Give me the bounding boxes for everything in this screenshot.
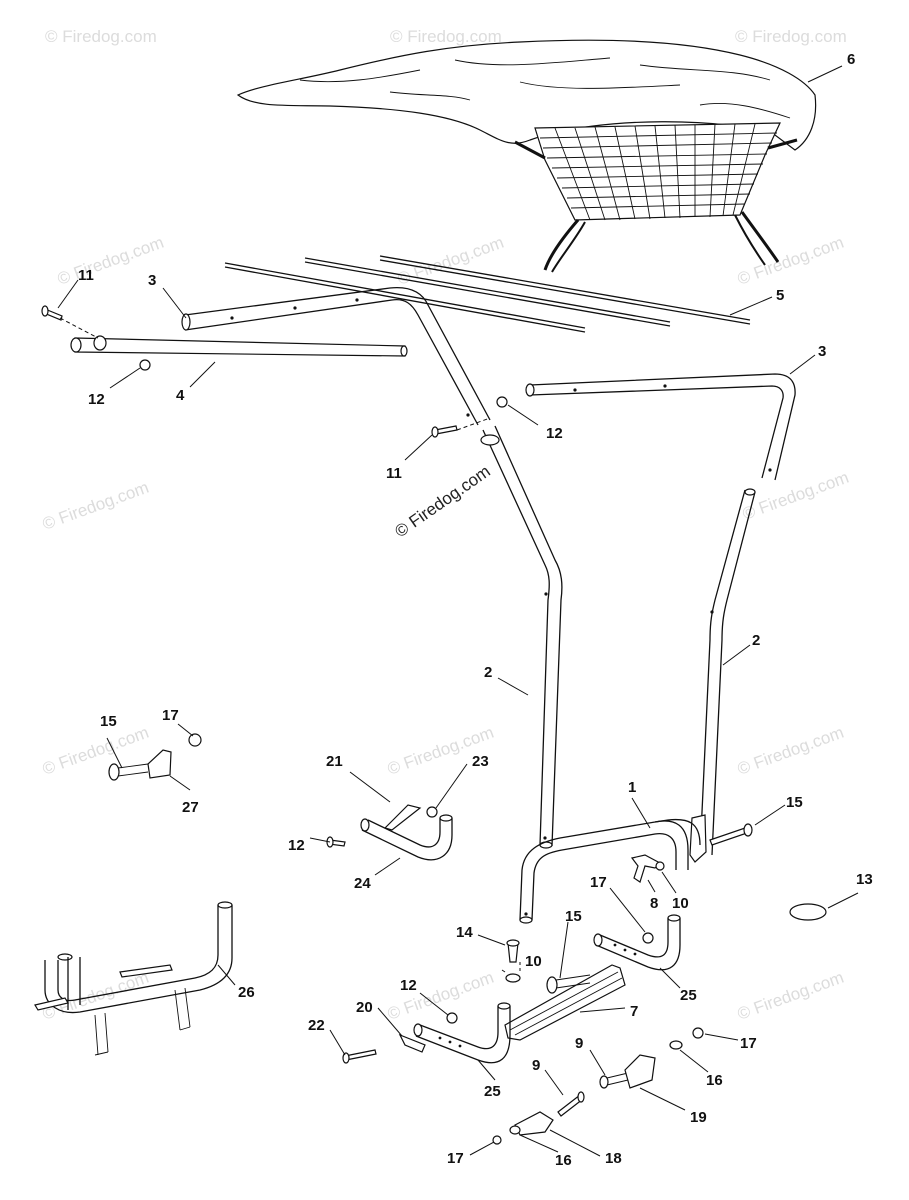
callout-label: 17 bbox=[447, 1150, 464, 1167]
bracket-group-left bbox=[108, 733, 202, 781]
callout-label: 3 bbox=[818, 343, 826, 360]
watermark: © Firedog.com bbox=[385, 723, 496, 779]
hardware-lower bbox=[342, 932, 704, 1145]
callout-label: 10 bbox=[672, 895, 689, 912]
callout-label: 15 bbox=[565, 908, 582, 925]
callout-label: 11 bbox=[386, 465, 402, 482]
callout-label: 26 bbox=[238, 984, 255, 1001]
upper-bow-right-part bbox=[525, 373, 796, 481]
callout-label: 21 bbox=[326, 753, 343, 770]
cross-bar-7-part bbox=[504, 964, 626, 1041]
watermark: © Firedog.com bbox=[45, 27, 157, 46]
side-bracket-25-part bbox=[593, 914, 681, 971]
callout-label: 15 bbox=[100, 713, 117, 730]
callout-label: 12 bbox=[400, 977, 417, 994]
callout-label: 3 bbox=[148, 272, 156, 289]
callout-label: 12 bbox=[88, 391, 105, 408]
support-rods-part bbox=[224, 255, 751, 333]
bracket-24-part bbox=[326, 814, 453, 861]
callout-label: 2 bbox=[752, 632, 760, 649]
callout-label: 8 bbox=[650, 895, 658, 912]
main-watermark: © Firedog.com bbox=[391, 462, 493, 542]
callout-label: 16 bbox=[706, 1072, 723, 1089]
callout-label: 17 bbox=[740, 1035, 757, 1052]
callout-label: 23 bbox=[472, 753, 489, 770]
callout-label: 13 bbox=[856, 871, 873, 888]
upper-bow-left-part bbox=[181, 286, 491, 426]
bracket-21-group bbox=[383, 804, 438, 831]
watermark: © Firedog.com bbox=[735, 723, 846, 779]
callout-label: 1 bbox=[628, 779, 636, 796]
callout-label: 5 bbox=[776, 287, 784, 304]
callout-label: 9 bbox=[575, 1035, 583, 1052]
watermark: © Firedog.com bbox=[390, 27, 502, 46]
callout-label: 16 bbox=[555, 1152, 572, 1169]
base-frame-part bbox=[34, 901, 233, 1056]
callout-label: 19 bbox=[690, 1109, 707, 1126]
callout-label: 12 bbox=[288, 837, 305, 854]
callout-label: 27 bbox=[182, 799, 199, 816]
canopy-part bbox=[236, 39, 817, 273]
callout-label: 24 bbox=[354, 875, 371, 892]
callout-label: 18 bbox=[605, 1150, 622, 1167]
callout-label: 4 bbox=[176, 387, 185, 404]
crossbar-part bbox=[70, 335, 408, 357]
callout-label: 17 bbox=[590, 874, 607, 891]
upright-left-part bbox=[480, 425, 563, 849]
callout-label: 20 bbox=[356, 999, 373, 1016]
callout-label: 14 bbox=[456, 924, 473, 941]
callout-label: 6 bbox=[847, 51, 855, 68]
callout-label: 25 bbox=[680, 987, 697, 1004]
callout-label: 22 bbox=[308, 1017, 325, 1034]
callout-label: 25 bbox=[484, 1083, 501, 1100]
watermark: © Firedog.com bbox=[735, 233, 846, 289]
callout-label: 11 bbox=[78, 267, 94, 284]
callout-label: 17 bbox=[162, 707, 179, 724]
callout-label: 15 bbox=[786, 794, 803, 811]
watermark: © Firedog.com bbox=[40, 478, 151, 534]
u-frame-part bbox=[519, 818, 701, 924]
leader-lines bbox=[57, 65, 859, 1157]
watermark: © Firedog.com bbox=[740, 468, 851, 524]
hardware-upper bbox=[41, 305, 508, 438]
callout-label: 12 bbox=[546, 425, 563, 442]
callout-label: 7 bbox=[630, 1003, 638, 1020]
knob-part bbox=[630, 854, 665, 883]
callout-label: 10 bbox=[525, 953, 542, 970]
side-bracket-25-part bbox=[413, 1002, 511, 1064]
upright-right-part bbox=[689, 488, 756, 863]
watermark: © Firedog.com bbox=[735, 27, 847, 46]
callout-label: 2 bbox=[484, 664, 492, 681]
callout-labels: 6 5 11 3 12 4 3 12 11 2 2 15 17 27 21 23… bbox=[78, 51, 873, 1169]
end-cap-part bbox=[789, 903, 827, 921]
watermark: © Firedog.com bbox=[735, 968, 846, 1024]
callout-label: 9 bbox=[532, 1057, 540, 1074]
watermark: © Firedog.com bbox=[40, 723, 151, 779]
bolt-part bbox=[709, 823, 753, 846]
